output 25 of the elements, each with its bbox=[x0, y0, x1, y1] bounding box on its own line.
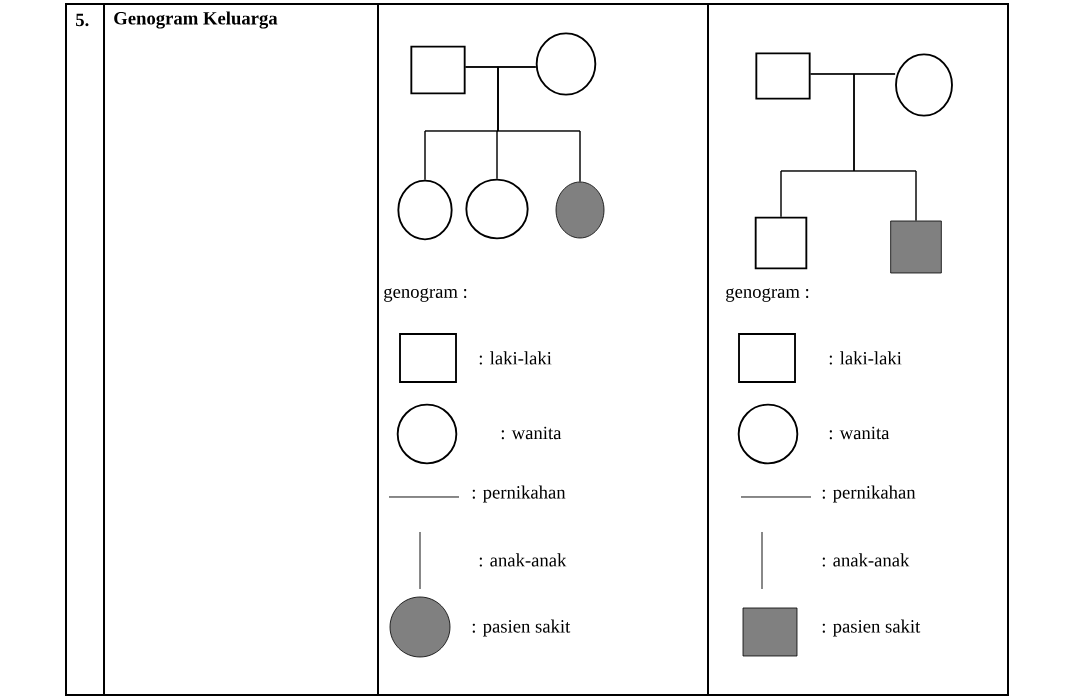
legend-text: : pernikahan bbox=[822, 485, 916, 503]
descent-line bbox=[853, 73, 917, 222]
legend-title: genogram : bbox=[726, 288, 809, 302]
male-square bbox=[755, 52, 811, 100]
patient-square bbox=[890, 220, 942, 274]
female-circle bbox=[895, 53, 953, 117]
legend-text: : pasien sakit bbox=[472, 619, 571, 637]
descent-line bbox=[497, 66, 581, 183]
patient-circle bbox=[555, 181, 605, 239]
legend-text: : anak-anak bbox=[479, 553, 567, 567]
legend-text: : anak-anak bbox=[822, 553, 910, 567]
legend-text: : wanita bbox=[829, 426, 890, 440]
legend-title: genogram : bbox=[384, 288, 467, 302]
legend-text: : pasien sakit bbox=[822, 619, 921, 637]
table-cell: 5. bbox=[76, 13, 89, 27]
female-circle bbox=[397, 179, 453, 241]
female-circle bbox=[535, 32, 597, 96]
legend-text: : wanita bbox=[501, 426, 562, 440]
table-cell: Genogram Keluarga bbox=[114, 11, 278, 29]
female-circle bbox=[465, 178, 529, 240]
male-square bbox=[410, 45, 466, 95]
legend-text: : laki-laki bbox=[829, 351, 902, 365]
legend-text: : pernikahan bbox=[472, 485, 566, 503]
male-square bbox=[754, 216, 808, 270]
legend-text: : laki-laki bbox=[479, 351, 552, 365]
